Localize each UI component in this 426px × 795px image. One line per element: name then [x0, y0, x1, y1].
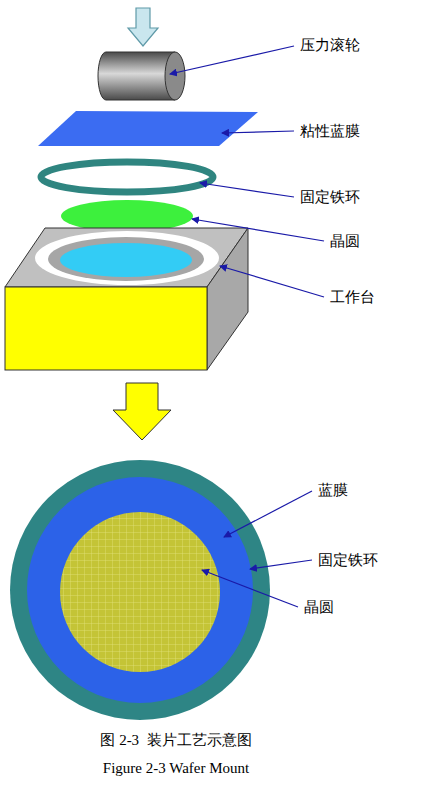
workbench-label: 工作台 [330, 288, 375, 306]
workbench [5, 228, 248, 370]
result-arrow [113, 383, 171, 440]
wafer [61, 200, 193, 232]
film-label: 粘性蓝膜 [300, 122, 360, 140]
wafer-label: 晶圆 [330, 232, 360, 250]
press-arrow [128, 8, 158, 46]
iron-ring [41, 162, 213, 192]
figure-caption: 图 2-3 装片工艺示意图 [100, 731, 251, 749]
mounted-wafer-frame [10, 460, 270, 720]
film-label: 蓝膜 [318, 481, 348, 499]
adhesive-blue-film [38, 111, 258, 146]
roller-label: 压力滚轮 [300, 36, 360, 54]
ring-label: 固定铁环 [318, 551, 378, 569]
wafer-label: 晶圆 [304, 598, 334, 616]
pressure-roller [98, 52, 185, 100]
ring-label: 固定铁环 [300, 188, 360, 206]
caption-english: Figure 2-3 Wafer Mount [103, 759, 249, 777]
